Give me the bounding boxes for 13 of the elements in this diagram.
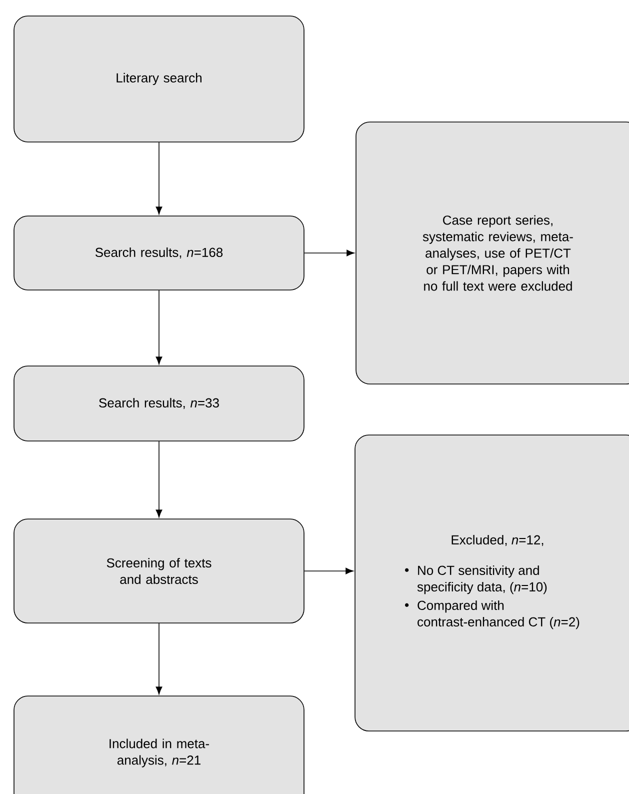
arrow [156,142,162,214]
process-box: Included in meta-analysis, n=21 [14,696,304,794]
process-box: Search results, n=168 [14,216,304,290]
arrow [156,441,162,518]
process-box: Case report series, systematic reviews, meta-analyses, use of PET/CT or PET/MRI, papers with no full text were excluded [356,122,629,384]
arrow [304,250,354,256]
arrow [156,623,162,694]
process-box: Search results, n=33 [14,366,304,442]
process-box: Screening of texts and abstracts [14,518,304,624]
arrow [156,290,162,364]
process-box: Excluded, n=12, No CT sensitivity and specificity data, (n=10) Compared with contrast-enhanced CT (n=2) [354,434,629,732]
arrow [304,568,354,574]
process-box: Literary search [14,16,304,142]
